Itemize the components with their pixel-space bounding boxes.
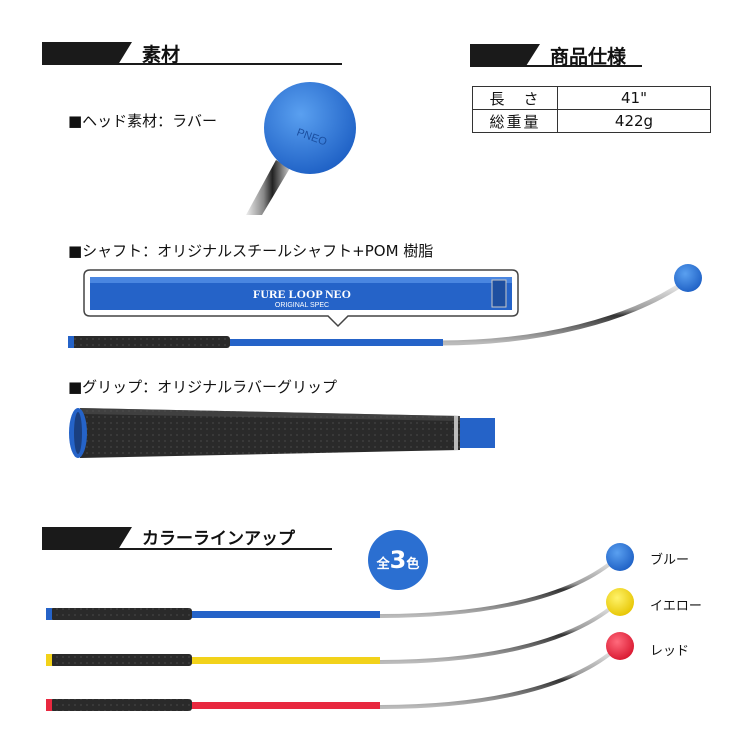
spec-table: 長 さ 41" 総重量 422g	[472, 86, 711, 133]
head-closeup-shaft	[246, 160, 290, 215]
lineup-club-yellow	[46, 588, 634, 666]
color-label-yellow: イエロー	[650, 599, 702, 614]
spec-value: 422g	[557, 109, 711, 133]
color-label-red: レッド	[650, 644, 690, 659]
spec-header-underline	[470, 65, 642, 67]
lineup-club-red	[46, 632, 634, 711]
color-label-blue: ブルー	[650, 553, 690, 568]
head-material-label: ■ヘッド素材：ラバー	[68, 112, 218, 130]
material-header: 素材	[142, 44, 181, 66]
shaft-material-label: ■シャフト：オリジナルスチールシャフト+POM 樹脂	[68, 242, 434, 260]
lineup-header-bar	[42, 527, 132, 549]
spec-header: 商品仕様	[550, 46, 627, 68]
spec-key: 総重量	[472, 109, 558, 133]
club-full-blue	[68, 264, 702, 348]
spec-header-bar	[470, 44, 540, 66]
spec-value: 41"	[557, 86, 711, 110]
spec-row: 総重量 422g	[472, 109, 711, 133]
head-closeup-ball	[264, 82, 356, 174]
material-header-underline	[42, 63, 342, 65]
spec-key: 長 さ	[472, 86, 558, 110]
lineup-header-underline	[42, 548, 332, 550]
badge-prefix: 全	[376, 557, 390, 572]
color-count-badge: 全3色	[368, 530, 428, 590]
spec-row: 長 さ 41"	[472, 86, 711, 110]
head-closeup: PNEO	[246, 82, 356, 215]
lineup-club-blue	[46, 543, 634, 620]
material-header-bar	[42, 42, 132, 64]
shaft-brand-text: FURE LOOP NEO	[253, 287, 351, 301]
grip-material-label: ■グリップ：オリジナルラバーグリップ	[68, 378, 338, 396]
shaft-closeup-callout: FURE LOOP NEO ORIGINAL SPEC	[83, 269, 519, 328]
grip-closeup	[69, 408, 495, 458]
lineup-header: カラーラインアップ	[142, 529, 295, 549]
shaft-sub-text: ORIGINAL SPEC	[275, 302, 329, 309]
badge-number: 3	[389, 546, 407, 574]
badge-suffix: 色	[406, 557, 420, 572]
